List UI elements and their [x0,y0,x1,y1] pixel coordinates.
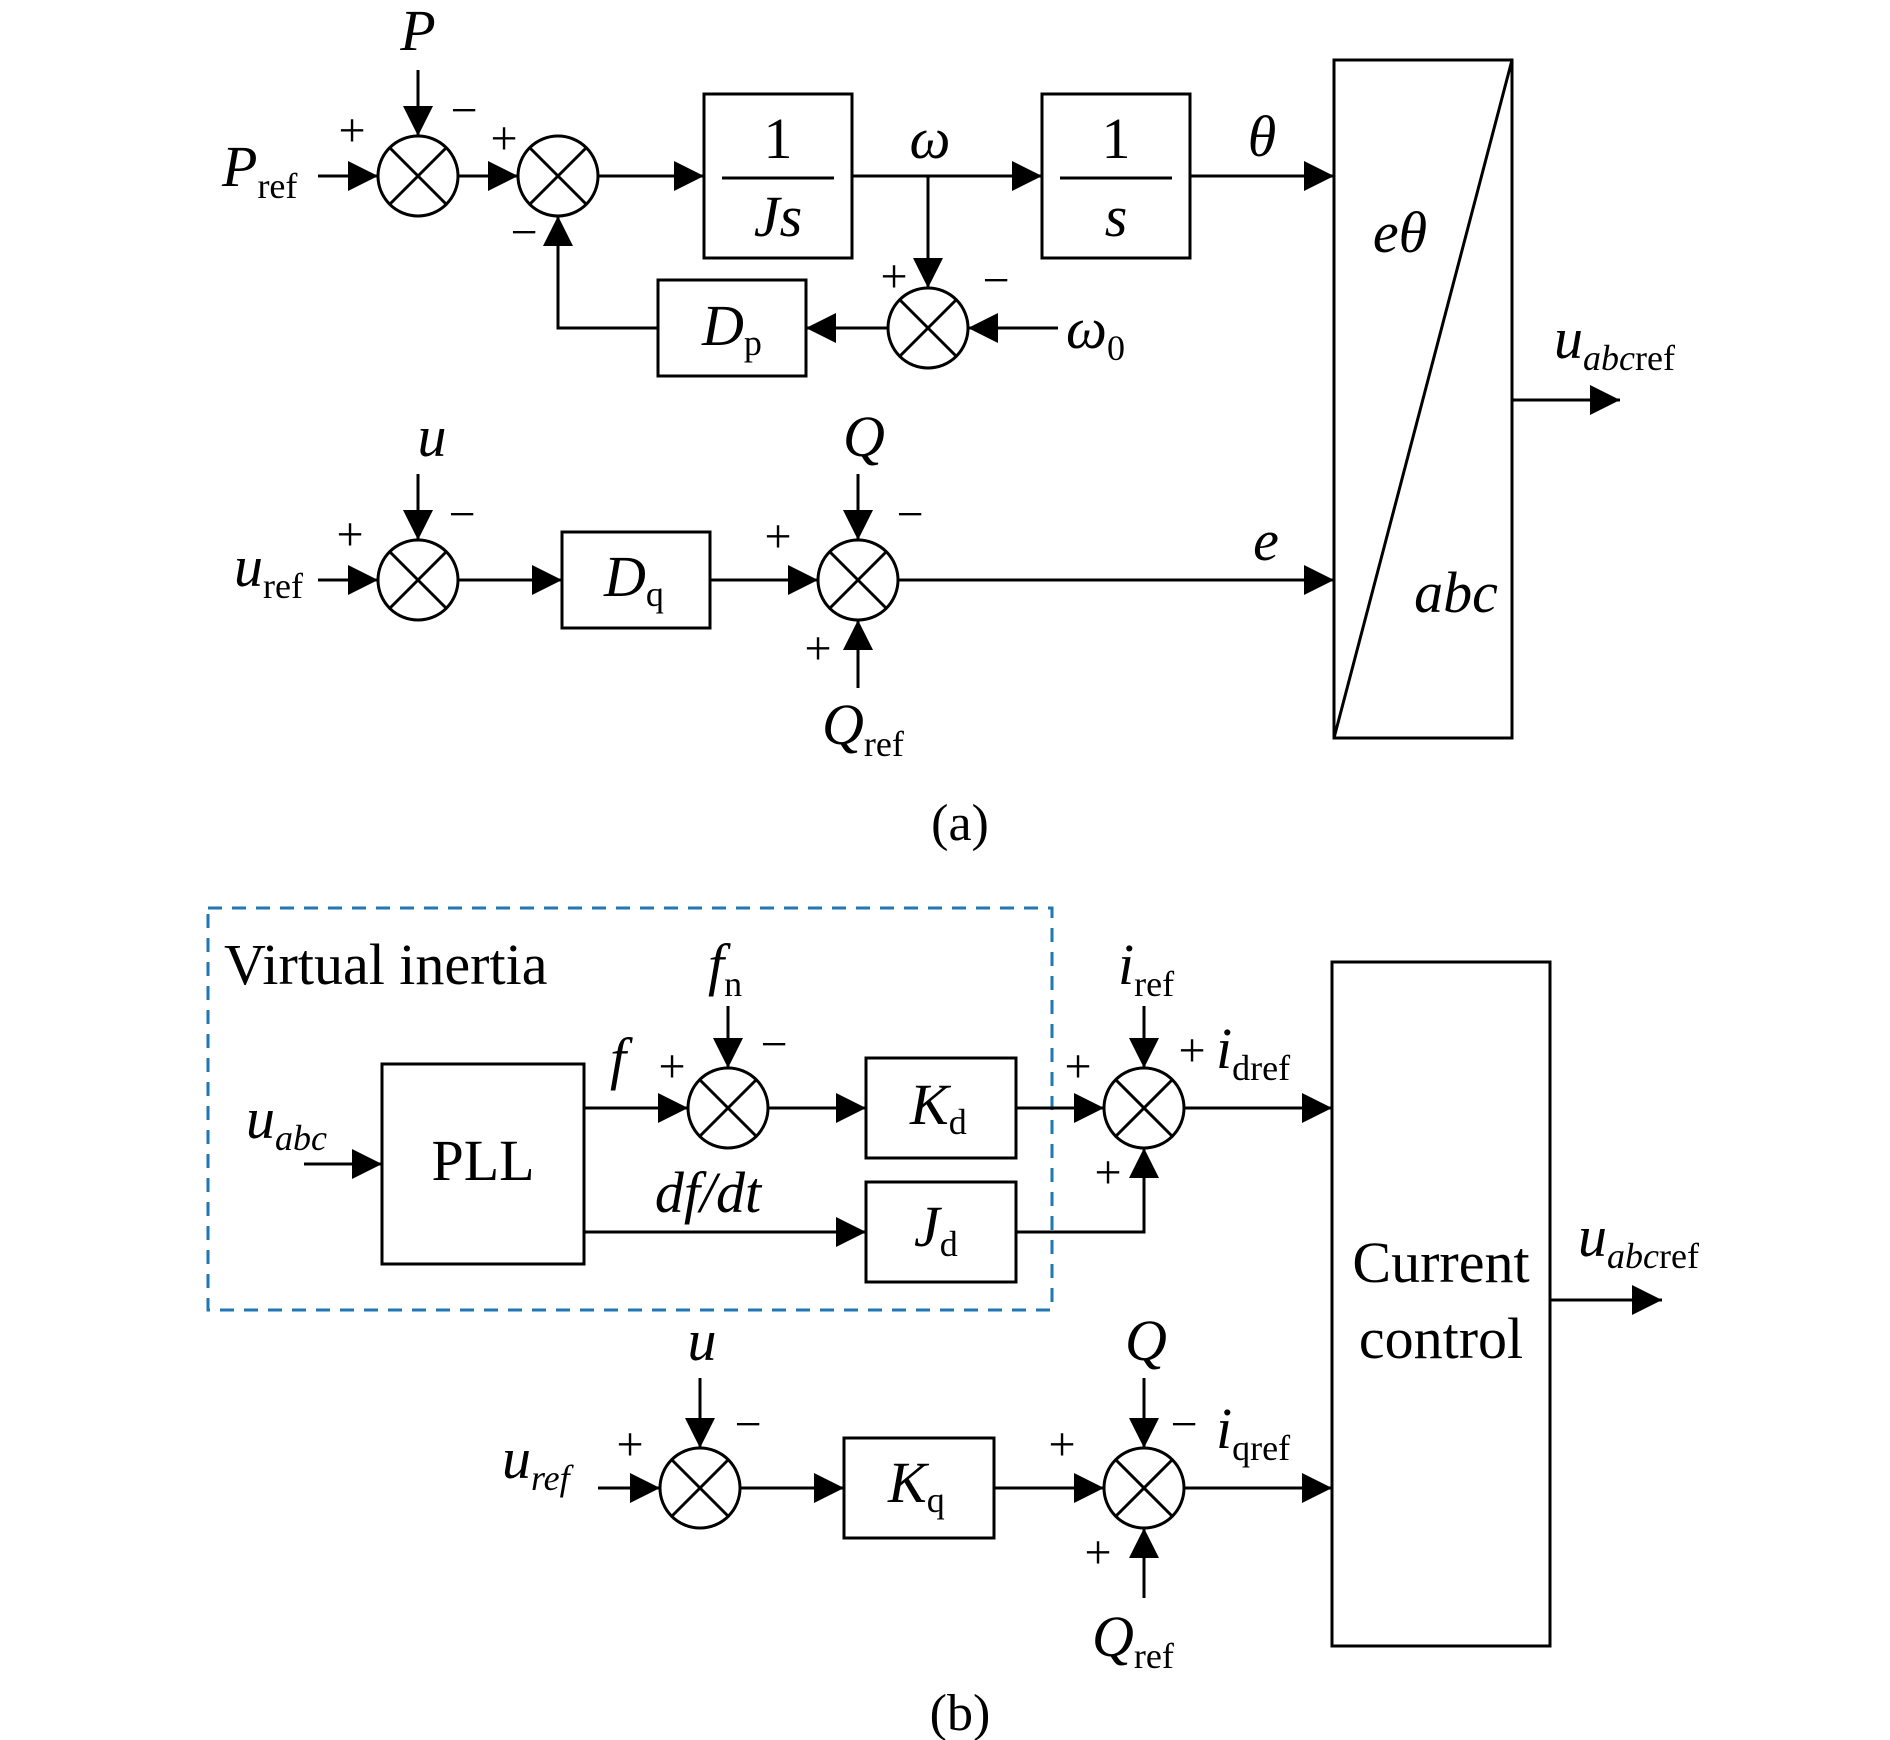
caption-a: (a) [931,795,989,852]
label-uabc: uabc [246,1086,327,1158]
sum-junction-damping [516,134,600,218]
label-qref-b: Qref [1092,1604,1174,1676]
label-f: f [610,1026,633,1091]
js-denominator: Js [754,184,802,249]
label-e: e [1253,508,1279,573]
pll-label: PLL [431,1128,534,1193]
s-numerator: 1 [1102,106,1131,171]
sum-junction-u-b [658,1446,742,1530]
label-qref-a: Qref [822,692,904,764]
sign-sumq-bottom: + [1084,1526,1111,1579]
block-kq [842,1436,996,1540]
label-u-a: u [418,404,447,469]
sum-junction-q [816,538,900,622]
label-q-a: Q [843,404,885,469]
block-kd [864,1056,1018,1160]
dp-label: Dp [701,293,762,363]
sign-sumf-top: − [760,1018,787,1071]
label-dfdt: df/dt [655,1160,763,1225]
sign-sum1-left: + [338,104,365,157]
jd-label: Jd [914,1194,958,1264]
sign-sum2-left: + [490,112,517,165]
sign-sum2-bottom: − [510,206,537,259]
sign-sumq-left: + [1048,1418,1075,1471]
wire-jd-sumi [1016,1148,1159,1234]
s-denominator: s [1105,184,1128,249]
block-1-over-js [702,92,854,260]
signs-b: + − + + + + − + − + [616,1018,1205,1579]
label-uabcref-b: uabcref [1578,1204,1699,1276]
sum-junction-q-b [1102,1446,1186,1530]
label-idref: idref [1216,1016,1290,1088]
sign-sum4-top: − [448,488,475,541]
label-iref: iref [1118,932,1174,1004]
label-uabcref-a: uabcref [1554,306,1675,378]
sum-junction-p [376,134,460,218]
panel-b: Virtual inertia PLL Kd Jd Kq Current con… [206,906,1699,1740]
dq-label: Dq [603,544,664,614]
current-control-line1: Current [1352,1230,1529,1295]
label-uref-a: uref [234,534,303,606]
sign-sum3-right: − [982,254,1009,307]
label-omega: ω [910,106,951,171]
sign-sumu-top: − [734,1398,761,1451]
transform-bottom-label: abc [1414,560,1498,625]
sum-junction-i [1102,1066,1186,1150]
sign-sumu-left: + [616,1418,643,1471]
sign-sumi-top-right: + [1178,1024,1205,1077]
kd-label: Kd [909,1072,967,1142]
kq-label: Kq [887,1450,945,1520]
label-q-b: Q [1125,1308,1167,1373]
sign-sum5-top: − [896,488,923,541]
caption-b: (b) [930,1685,991,1740]
sign-sum4-left: + [336,508,363,561]
label-p: P [399,0,435,63]
signs-a: + − + − + − + − + − + [336,84,1009,675]
virtual-inertia-label: Virtual inertia [224,932,547,997]
label-theta: θ [1248,104,1277,169]
sign-sumi-bottom: + [1094,1146,1121,1199]
sign-sumi-left: + [1064,1040,1091,1093]
block-current-control [1330,960,1552,1648]
sign-sum5-bottom: + [804,622,831,675]
label-uref-b: uref [502,1426,575,1498]
sign-sum1-top: − [450,84,477,137]
label-pref: Pref [221,134,297,206]
block-dq [560,530,712,630]
sign-sum3-top: + [880,250,907,303]
sign-sumq-top: − [1170,1398,1197,1451]
label-omega0: ω0 [1066,296,1125,368]
transform-top-label: eθ [1373,200,1427,265]
sum-junction-u [376,538,460,622]
panel-a: 1 Js 1 s Dp Dq eθ abc Pref [221,0,1675,852]
js-numerator: 1 [764,106,793,171]
label-u-b: u [688,1308,717,1373]
sign-sumf-left: + [658,1040,685,1093]
label-fn: fn [708,932,742,1004]
wire-dp-feedback [543,216,658,330]
sign-sum5-left: + [764,510,791,563]
sum-junction-f [686,1066,770,1150]
label-iqref: iqref [1216,1396,1290,1468]
current-control-line2: control [1359,1306,1523,1371]
